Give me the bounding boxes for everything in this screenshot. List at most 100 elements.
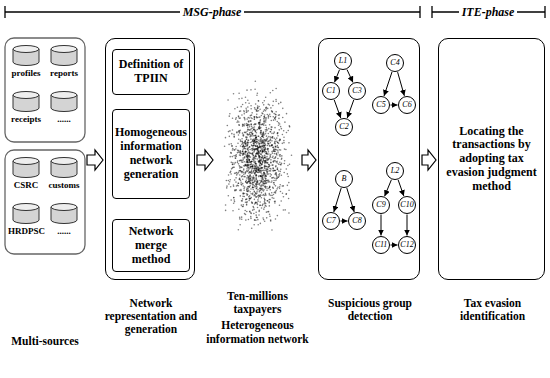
process-box: Definition of TPIIN xyxy=(112,49,190,95)
phase-bracket xyxy=(419,6,420,18)
stage-caption: Heterogeneous information network xyxy=(203,319,312,345)
node-label: C2 xyxy=(339,123,348,131)
node-label: C7 xyxy=(326,217,335,225)
node-label: C1 xyxy=(326,87,335,95)
cylinder-icon xyxy=(46,156,82,180)
box-text: reports xyxy=(46,68,82,78)
graph-edge xyxy=(334,188,341,212)
flow-arrow xyxy=(197,150,213,170)
stage-caption: Ten-millions taxpayers xyxy=(203,290,312,316)
graph-edge xyxy=(335,70,340,82)
network-texture xyxy=(215,38,300,280)
graph-edge xyxy=(334,100,341,118)
box-text: customs xyxy=(46,180,82,190)
graph-node: L1 xyxy=(334,52,352,70)
box-text: Network merge method xyxy=(117,225,185,266)
cylinder-icon xyxy=(8,156,44,180)
node-label: C8 xyxy=(352,217,361,225)
graph-node: C10 xyxy=(398,196,416,214)
database-cylinder: CSRC xyxy=(8,156,44,190)
node-label: C6 xyxy=(402,101,411,109)
graph-node: C8 xyxy=(348,212,366,230)
box-text: Definition of TPIIN xyxy=(117,58,185,86)
node-label: C4 xyxy=(390,59,399,67)
graph-node: B xyxy=(335,170,353,188)
node-label: C12 xyxy=(400,241,413,249)
node-label: L1 xyxy=(339,57,347,65)
database-cylinder: ...... xyxy=(46,90,82,124)
graph-edge xyxy=(381,215,382,236)
stage-caption: Tax evasion identification xyxy=(439,297,546,323)
stage-caption: Network representation and generation xyxy=(94,297,208,337)
source-group xyxy=(5,38,85,142)
stage-box: Locating the transactions by adopting ta… xyxy=(438,38,545,280)
graph-node: L2 xyxy=(386,162,404,180)
box-text: profiles xyxy=(8,68,44,78)
graph-edge xyxy=(391,245,398,246)
graph-node: C12 xyxy=(398,236,416,254)
graph-edge xyxy=(385,180,392,196)
node-label: C3 xyxy=(352,87,361,95)
graph-node: C6 xyxy=(398,96,416,114)
phase-label: ITE-phase xyxy=(459,5,518,19)
graph-edge xyxy=(384,72,392,96)
phase-bracket xyxy=(544,6,545,18)
node-label: C5 xyxy=(376,101,385,109)
graph-edge xyxy=(347,70,353,83)
cylinder-icon xyxy=(46,202,82,226)
stage-box: Network representation and generationDef… xyxy=(105,38,195,280)
flow-arrow xyxy=(87,150,103,170)
flow-arrow xyxy=(422,150,436,170)
node-label: C9 xyxy=(376,201,385,209)
node-label: C10 xyxy=(400,201,413,209)
source-column: Multi-sourcesprofilesreportsreceipts....… xyxy=(5,38,85,254)
stage-caption: Multi-sources xyxy=(0,335,90,348)
graph-edge xyxy=(398,72,405,96)
network-cloud: Ten-millions taxpayersHeterogeneous info… xyxy=(215,38,300,280)
phase-label: MSG-phase xyxy=(180,5,245,19)
cylinder-icon xyxy=(8,202,44,226)
box-text: CSRC xyxy=(8,180,44,190)
database-cylinder: customs xyxy=(46,156,82,190)
graph-edge xyxy=(347,100,354,118)
graph-node: C7 xyxy=(322,212,340,230)
graph-node: C9 xyxy=(372,196,390,214)
cylinder-icon xyxy=(8,44,44,68)
box-text: receipts xyxy=(8,114,44,124)
database-cylinder: HRDPSC xyxy=(8,202,44,236)
graph-node: C4 xyxy=(386,54,404,72)
box-text: HRDPSC xyxy=(8,226,44,236)
process-box: Homogeneous information network generati… xyxy=(112,109,190,199)
graph-edge xyxy=(391,105,398,106)
process-box: Network merge method xyxy=(112,219,190,272)
database-cylinder: ...... xyxy=(46,202,82,236)
graph-node: C3 xyxy=(348,82,366,100)
stage-box: Suspicious group detectionL1C1C2C3C4C5C6… xyxy=(318,38,420,280)
box-text: Locating the transactions by adopting ta… xyxy=(443,125,540,194)
node-label: B xyxy=(342,175,347,183)
box-text: Homogeneous information network generati… xyxy=(115,126,187,181)
node-label: L2 xyxy=(391,167,399,175)
phase-bracket xyxy=(431,6,432,18)
graph-node: C5 xyxy=(372,96,390,114)
database-cylinder: reports xyxy=(46,44,82,78)
node-label: C11 xyxy=(375,241,388,249)
stage-caption: Suspicious group detection xyxy=(314,297,426,323)
source-group xyxy=(5,150,85,254)
database-cylinder: profiles xyxy=(8,44,44,78)
box-text: ...... xyxy=(46,226,82,236)
database-cylinder: receipts xyxy=(8,90,44,124)
cylinder-icon xyxy=(8,90,44,114)
graph-edge xyxy=(398,180,404,196)
graph-node: C11 xyxy=(372,236,390,254)
graph-node: C1 xyxy=(322,82,340,100)
phase-bracket xyxy=(4,6,5,18)
graph-edge xyxy=(407,215,408,236)
box-text: ...... xyxy=(46,114,82,124)
graph-edge xyxy=(341,221,348,222)
cylinder-icon xyxy=(46,90,82,114)
graph-edge xyxy=(347,188,354,212)
graph-node: C2 xyxy=(335,118,353,136)
flow-arrow xyxy=(302,150,316,170)
cylinder-icon xyxy=(46,44,82,68)
